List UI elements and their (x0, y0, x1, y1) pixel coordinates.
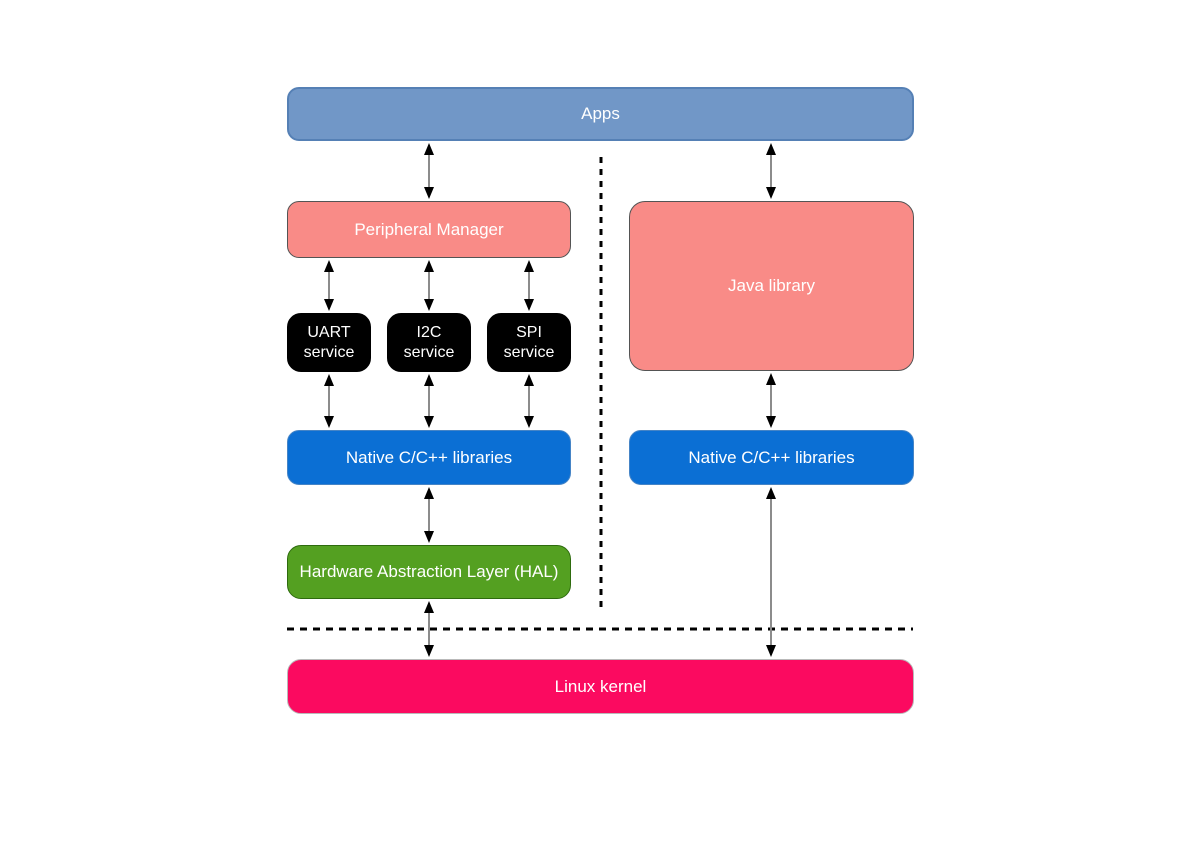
node-java-library-label: Java library (728, 276, 815, 295)
node-uart-service-line1: UART (307, 323, 351, 341)
arrow-hal-linux-kernel (424, 601, 434, 657)
node-linux-kernel-label: Linux kernel (554, 676, 647, 696)
arrow-uart-native-left (324, 374, 334, 428)
node-java-library: Java library (629, 201, 914, 371)
arrow-peripheral-manager-spi (524, 260, 534, 311)
node-apps: Apps (287, 87, 914, 141)
node-uart-service-line2: service (303, 343, 355, 361)
node-peripheral-manager-label: Peripheral Manager (354, 219, 504, 239)
arrow-i2c-native-left (424, 374, 434, 428)
node-i2c-service-line2: service (403, 343, 455, 361)
node-spi-service-line2: service (503, 343, 555, 361)
arrow-native-left-hal (424, 487, 434, 543)
arrow-native-right-linux-kernel (766, 487, 776, 657)
node-i2c-service: I2C service (387, 313, 471, 372)
node-native-libraries-left: Native C/C++ libraries (287, 430, 571, 485)
node-native-libraries-left-label: Native C/C++ libraries (345, 447, 513, 467)
node-linux-kernel: Linux kernel (287, 659, 914, 714)
arrow-apps-java-library (766, 143, 776, 199)
arrow-spi-native-left (524, 374, 534, 428)
arrow-peripheral-manager-i2c (424, 260, 434, 311)
arrow-apps-peripheral-manager (424, 143, 434, 199)
node-hardware-abstraction-layer: Hardware Abstraction Layer (HAL) (287, 545, 571, 599)
arrow-peripheral-manager-uart (324, 260, 334, 311)
node-peripheral-manager: Peripheral Manager (287, 201, 571, 258)
node-i2c-service-line1: I2C (416, 323, 442, 341)
node-apps-label: Apps (581, 104, 620, 123)
node-native-libraries-right: Native C/C++ libraries (629, 430, 914, 485)
node-hardware-abstraction-layer-label: Hardware Abstraction Layer (HAL) (299, 562, 559, 581)
node-uart-service: UART service (287, 313, 371, 372)
node-native-libraries-right-label: Native C/C++ libraries (688, 447, 855, 467)
node-spi-service: SPI service (487, 313, 571, 372)
arrow-java-library-native-right (766, 373, 776, 428)
node-spi-service-line1: SPI (516, 323, 542, 341)
